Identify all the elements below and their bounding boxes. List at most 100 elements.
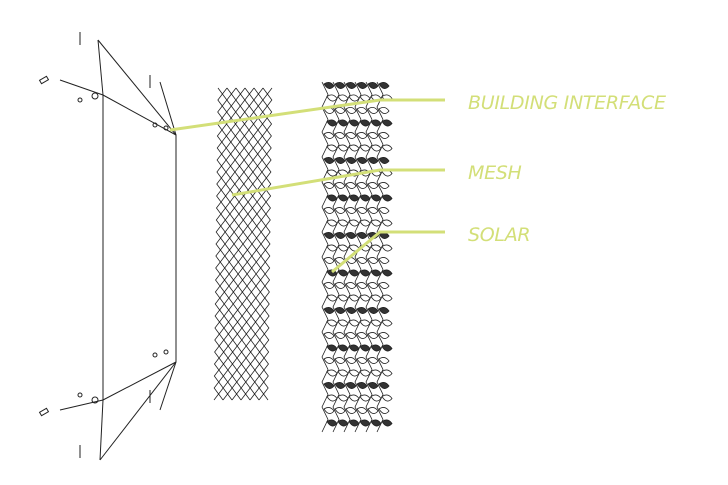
solar-cell	[367, 282, 379, 289]
solar-cell	[359, 344, 371, 352]
solar-cell	[356, 107, 368, 114]
solar-cell	[359, 419, 371, 427]
solar-cell	[326, 344, 338, 352]
solar-cell	[345, 282, 357, 289]
solar-cell	[323, 282, 335, 289]
solar-cell	[337, 119, 349, 127]
solar-cell	[359, 219, 371, 227]
solar-cell	[381, 219, 393, 227]
solar-cell	[356, 257, 368, 264]
solar-cell	[334, 107, 346, 114]
solar-cell	[356, 332, 368, 339]
solar-cell	[381, 269, 393, 277]
solar-cell	[381, 344, 393, 352]
solar-cell	[337, 94, 349, 102]
solar-cell	[381, 144, 393, 152]
solar-strand	[365, 81, 373, 433]
solar-cell	[370, 244, 382, 252]
solar-cell	[345, 332, 357, 339]
solar-cell	[359, 394, 371, 402]
solar-cell	[356, 157, 368, 164]
solar-cell	[337, 219, 349, 227]
solar-cell	[367, 157, 379, 164]
solar-cell	[323, 332, 335, 339]
solar-cell	[334, 307, 346, 314]
solar-cell	[326, 369, 338, 377]
solar-cell	[370, 394, 382, 402]
solar-cell	[345, 82, 357, 89]
leader-lines	[169, 98, 445, 274]
solar-cell	[348, 394, 360, 402]
solar-cell	[345, 207, 357, 214]
mesh-strand	[258, 87, 273, 401]
solar-cell	[378, 82, 390, 89]
solar-cell	[323, 207, 335, 214]
solar-cell	[378, 332, 390, 339]
solar-cell	[370, 319, 382, 327]
solar-cell	[348, 344, 360, 352]
solar-cell	[326, 319, 338, 327]
solar-cell	[323, 157, 335, 164]
solar-cell	[356, 307, 368, 314]
solar-cell	[345, 157, 357, 164]
solar-cell	[378, 257, 390, 264]
solar-cell	[334, 132, 346, 139]
solar-cell	[345, 107, 357, 114]
solar-cell	[356, 182, 368, 189]
label-solar: SOLAR	[468, 224, 531, 246]
solar-cell	[370, 269, 382, 277]
solar-cell	[378, 157, 390, 164]
solar-cell	[356, 282, 368, 289]
solar-strand	[321, 81, 329, 433]
solar-cell	[381, 194, 393, 202]
solar-cell	[348, 369, 360, 377]
leader-mesh	[231, 168, 445, 197]
solar-cell	[370, 419, 382, 427]
solar-cell	[323, 82, 335, 89]
solar-cell	[348, 269, 360, 277]
solar-cell	[348, 144, 360, 152]
solar-cell	[356, 132, 368, 139]
leader-building-interface	[169, 98, 445, 132]
solar-cell	[367, 382, 379, 389]
solar-cell	[367, 107, 379, 114]
building-interface-frame	[38, 32, 177, 461]
solar-cell	[323, 407, 335, 414]
solar-cell	[356, 407, 368, 414]
mesh-strand	[258, 87, 273, 401]
solar-cell	[359, 319, 371, 327]
mesh-strand	[222, 87, 237, 401]
mesh-strand	[231, 87, 246, 401]
solar-cell	[378, 357, 390, 364]
solar-strand	[343, 81, 351, 433]
solar-cell	[378, 307, 390, 314]
solar-cell	[345, 357, 357, 364]
solar-cell	[334, 382, 346, 389]
solar-cell	[334, 182, 346, 189]
solar-cell	[367, 332, 379, 339]
solar-cell	[323, 132, 335, 139]
solar-cell	[334, 207, 346, 214]
mesh-strand	[249, 87, 264, 401]
solar-cell	[345, 132, 357, 139]
solar-cell	[370, 294, 382, 302]
solar-cell	[326, 419, 338, 427]
solar-cell	[359, 194, 371, 202]
solar-cell	[337, 244, 349, 252]
solar-cell	[334, 407, 346, 414]
solar-cell	[345, 382, 357, 389]
solar-cell	[337, 269, 349, 277]
solar-cell	[359, 269, 371, 277]
solar-cell	[334, 357, 346, 364]
solar-cell	[367, 257, 379, 264]
solar-cell	[323, 257, 335, 264]
solar-cell	[326, 394, 338, 402]
solar-cell	[381, 244, 393, 252]
solar-cell	[348, 419, 360, 427]
solar-cell	[326, 94, 338, 102]
solar-cell	[326, 219, 338, 227]
solar-cell	[334, 282, 346, 289]
solar-cell	[334, 82, 346, 89]
solar-cell	[326, 144, 338, 152]
